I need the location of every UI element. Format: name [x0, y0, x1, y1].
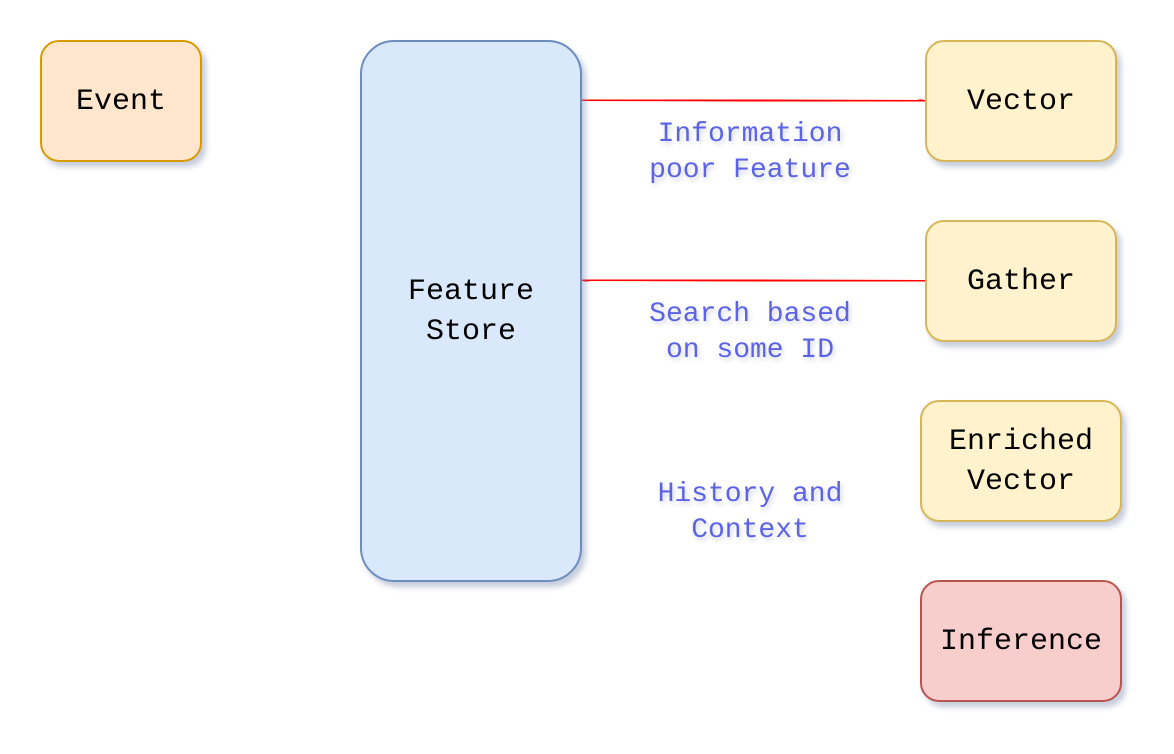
node-event[interactable]: Event	[40, 40, 202, 162]
edge-feature-store-to-vector[interactable]	[580, 96, 926, 106]
node-enriched-vector-box[interactable]	[920, 400, 1122, 522]
node-feature-store[interactable]: Feature Store	[360, 40, 582, 582]
node-inference[interactable]: Inference	[920, 580, 1122, 702]
node-gather-label: Gather	[967, 265, 1075, 299]
edge-label-line: Context	[691, 515, 809, 546]
node-enriched-vector-label: Enriched	[949, 425, 1093, 459]
edge-gather-to-feature-store[interactable]	[581, 275, 927, 285]
edge-label-information-poor-feature: Information poor Feature	[649, 119, 851, 186]
node-vector[interactable]: Vector	[925, 40, 1117, 162]
node-gather-box[interactable]	[925, 220, 1117, 342]
edges	[201, 96, 1026, 581]
node-enriched-vector[interactable]: Enriched Vector	[920, 400, 1122, 522]
node-inference-label: Inference	[940, 625, 1102, 659]
node-vector-box[interactable]	[925, 40, 1117, 162]
node-event-label: Event	[76, 85, 166, 119]
node-feature-store-label: Store	[426, 315, 516, 349]
node-gather[interactable]: Gather	[925, 220, 1117, 342]
node-event-box[interactable]	[40, 40, 202, 162]
edge-label-search-based-on-some-id: Search based on some ID	[649, 299, 851, 366]
edge-label-history-and-context: History and Context	[658, 479, 843, 546]
edge-label-line: poor Feature	[649, 155, 851, 186]
edge-label-line: Search based	[649, 299, 851, 330]
edge-label-line: on some ID	[666, 335, 834, 366]
edge-label-line: History and	[658, 479, 843, 510]
edge-label-line: Information	[658, 119, 843, 150]
node-inference-box[interactable]	[920, 580, 1122, 702]
node-enriched-vector-label: Vector	[967, 465, 1075, 499]
node-vector-label: Vector	[967, 85, 1075, 119]
node-feature-store-box[interactable]	[360, 40, 582, 582]
node-feature-store-label: Feature	[408, 275, 534, 309]
